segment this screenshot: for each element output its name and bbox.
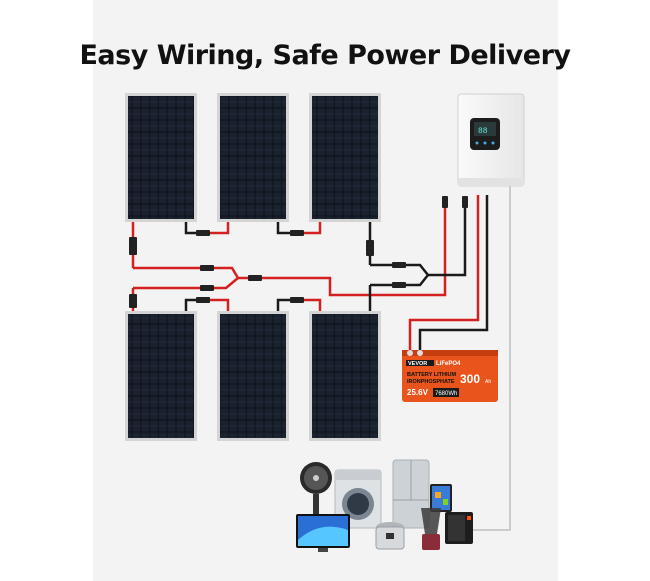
solar-panel-bottom-1 xyxy=(125,311,197,441)
tablet-icon xyxy=(430,484,452,512)
battery-voltage: 25.6V xyxy=(407,388,429,397)
svg-text:88: 88 xyxy=(478,127,488,136)
battery-chemistry: LiFePO4 xyxy=(436,361,461,367)
battery-capacity-unit: Ah xyxy=(485,379,491,385)
battery: VEVOR LiFePO4 BATTERY LITHIUM IRONPHOSPH… xyxy=(402,350,498,402)
page-title: Easy Wiring, Safe Power Delivery xyxy=(79,40,571,71)
battery-line1: BATTERY LITHIUM xyxy=(407,372,457,378)
battery-brand: VEVOR xyxy=(408,361,427,367)
inverter: 88 xyxy=(457,93,525,187)
solar-panel-top-3 xyxy=(309,93,381,222)
solar-panel-top-2 xyxy=(217,93,289,222)
solar-panel-bottom-2 xyxy=(217,311,289,441)
battery-energy: 7680Wh xyxy=(435,391,457,397)
fan-icon xyxy=(300,462,332,522)
washing-machine-icon xyxy=(334,469,382,529)
refrigerator-icon xyxy=(392,459,430,529)
battery-line2: IRONPHOSPHATE xyxy=(407,379,455,385)
tv-icon xyxy=(296,514,350,552)
microwave-icon xyxy=(445,512,473,544)
solar-panel-bottom-3 xyxy=(309,311,381,441)
solar-panel-top-1 xyxy=(125,93,197,222)
pressure-cooker-icon xyxy=(375,522,405,550)
battery-capacity: 300 xyxy=(460,372,480,386)
blender-icon xyxy=(421,508,441,550)
